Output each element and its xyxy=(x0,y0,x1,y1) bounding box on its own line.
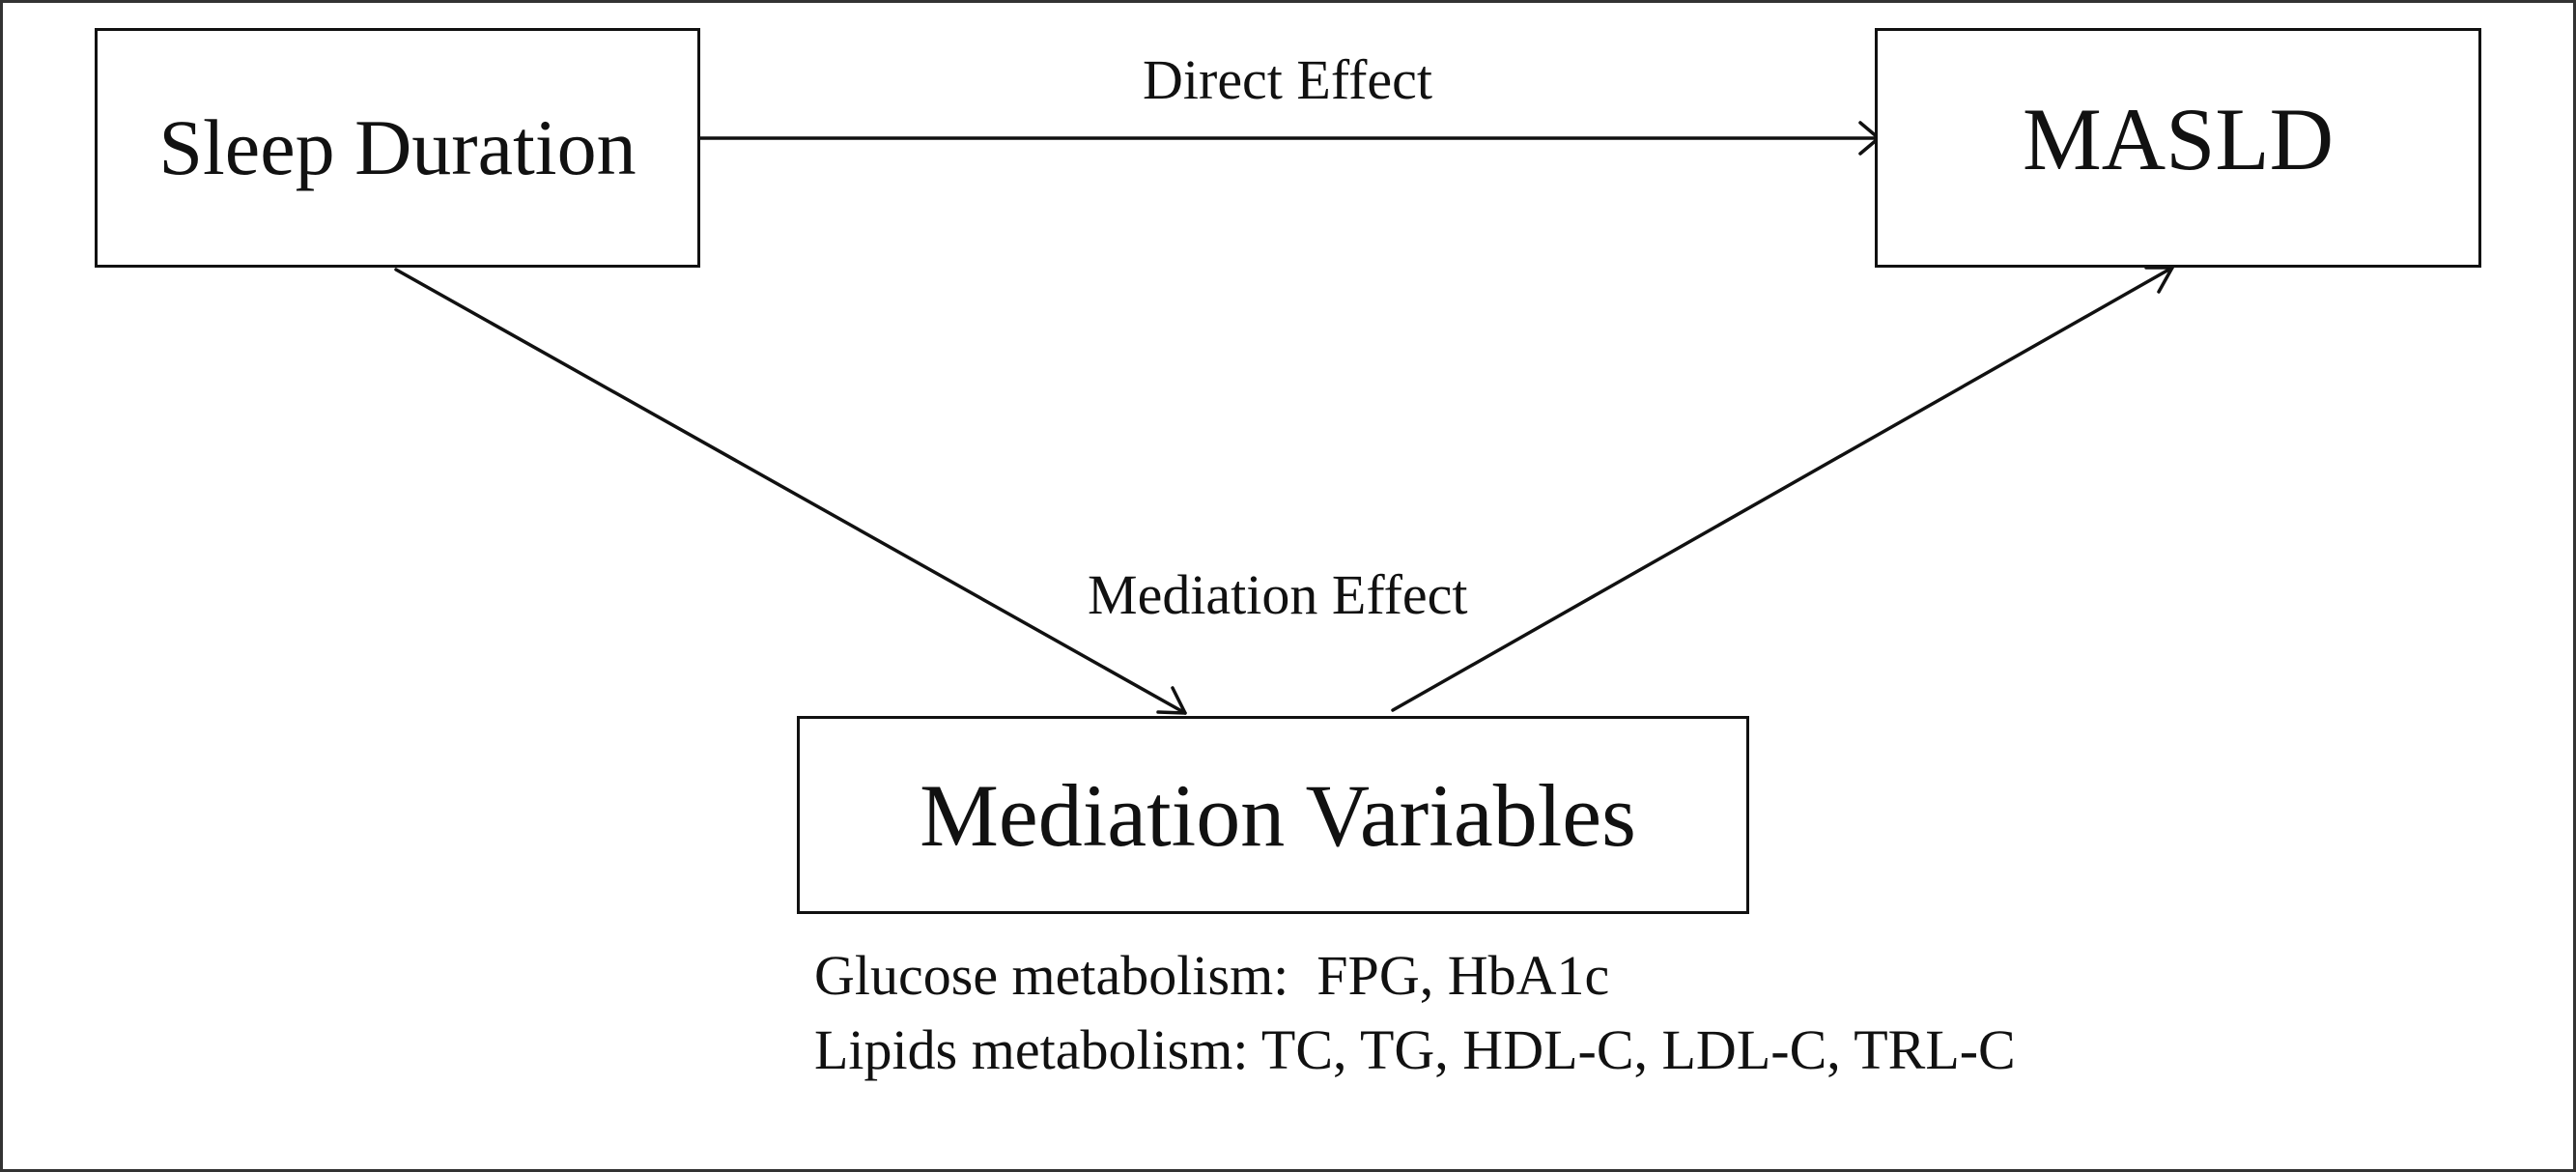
sleep-to-mediators-arrow xyxy=(394,268,1187,715)
mediators-to-masld-arrow xyxy=(1391,266,2174,712)
lipids-metabolism-text: Lipids metabolism: TC, TG, HDL-C, LDL-C,… xyxy=(814,1018,2016,1081)
mediation-effect-label: Mediation Effect xyxy=(1088,563,1468,626)
masld-box: MASLD xyxy=(1875,28,2481,268)
sleep-duration-box: Sleep Duration xyxy=(95,28,700,268)
sleep-duration-label: Sleep Duration xyxy=(158,103,637,191)
direct-effect-arrow xyxy=(698,121,1881,156)
glucose-metabolism-text: Glucose metabolism: FPG, HbA1c xyxy=(814,944,1610,1007)
mediation-variables-box: Mediation Variables xyxy=(797,716,1749,914)
direct-effect-label: Direct Effect xyxy=(1143,48,1433,111)
mediation-variables-label: Mediation Variables xyxy=(920,765,1636,865)
masld-label: MASLD xyxy=(2022,90,2335,188)
